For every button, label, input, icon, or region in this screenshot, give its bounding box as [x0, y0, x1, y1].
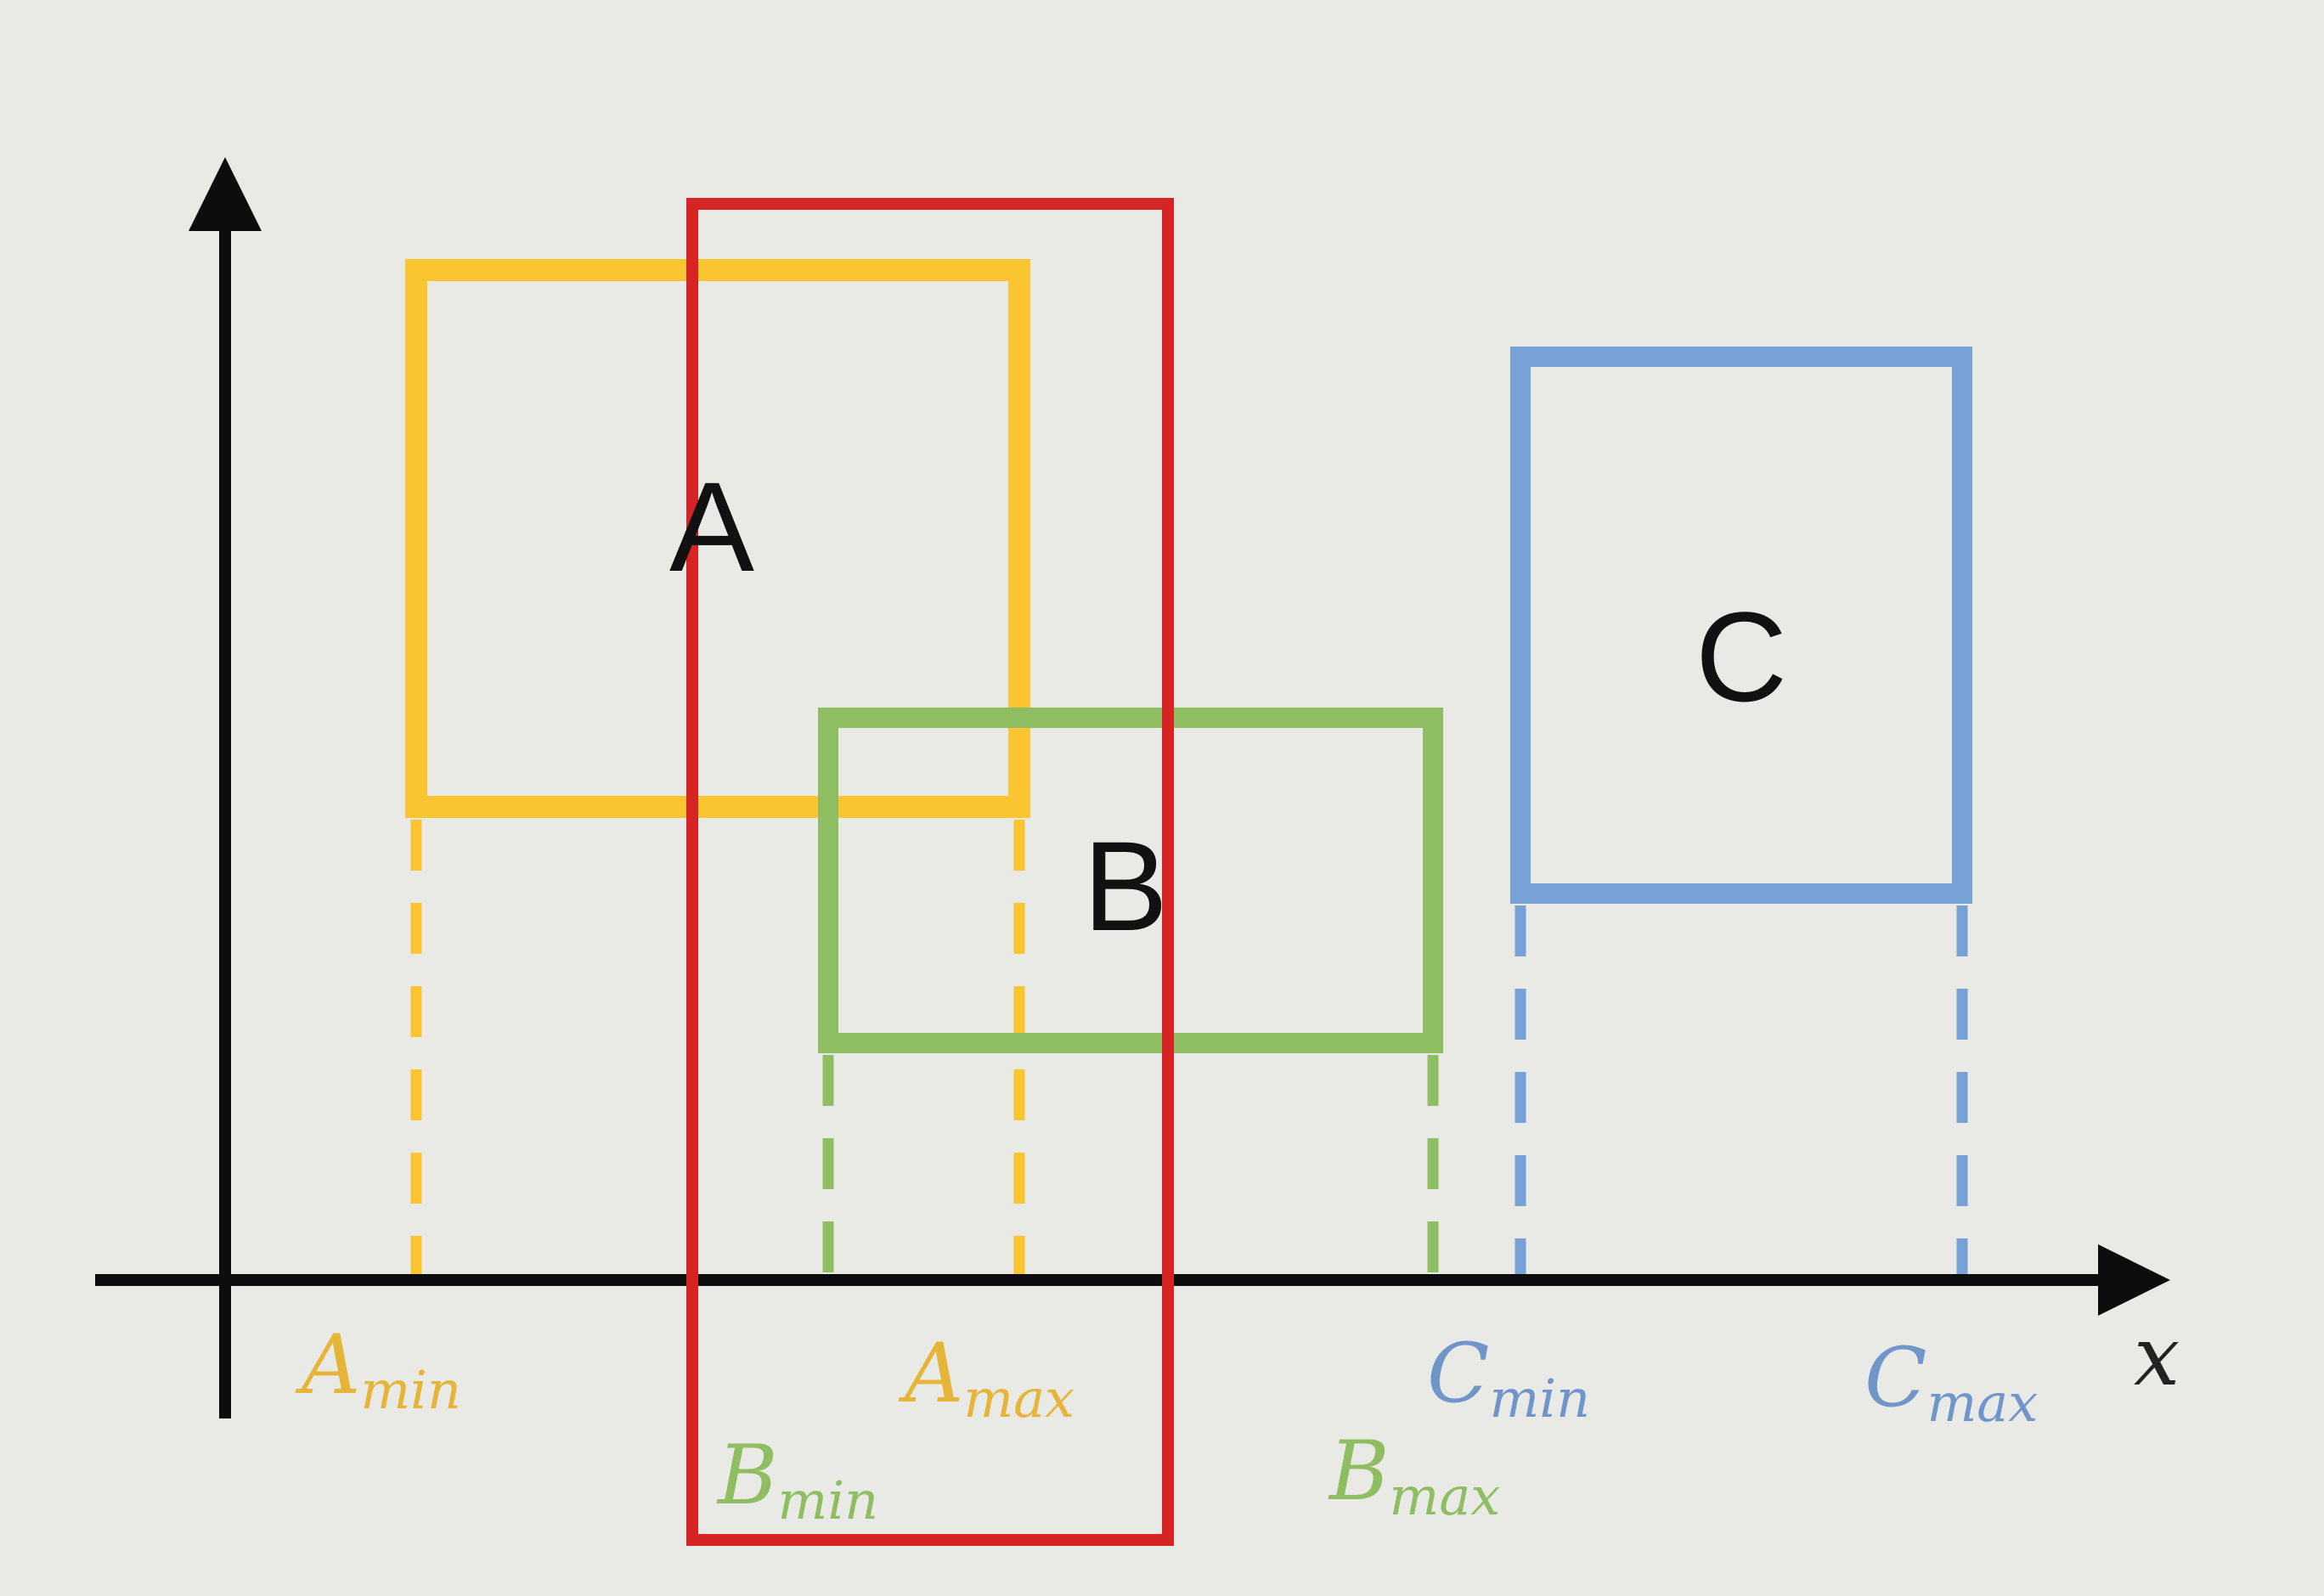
- box-a-letter: A: [669, 455, 754, 598]
- box-c: [1510, 347, 1972, 904]
- c-max-label: Cmax: [1864, 1330, 2038, 1434]
- y-axis-arrow-icon: [189, 157, 262, 231]
- sweep-rectangle: [686, 198, 1174, 1546]
- box-b-letter: B: [1083, 815, 1168, 957]
- a-max-label: Amax: [898, 1326, 1075, 1430]
- a-min-label: Amin: [295, 1317, 461, 1421]
- x-axis-label: x: [2134, 1309, 2180, 1404]
- x-axis-arrow-icon: [2098, 1244, 2170, 1316]
- box-a: [405, 259, 1030, 818]
- box-c-letter: C: [1695, 585, 1787, 728]
- b-min-label: Bmin: [716, 1428, 878, 1531]
- box-b: [818, 708, 1443, 1053]
- b-max-label: Bmax: [1328, 1424, 1500, 1527]
- c-min-label: Cmin: [1427, 1326, 1590, 1430]
